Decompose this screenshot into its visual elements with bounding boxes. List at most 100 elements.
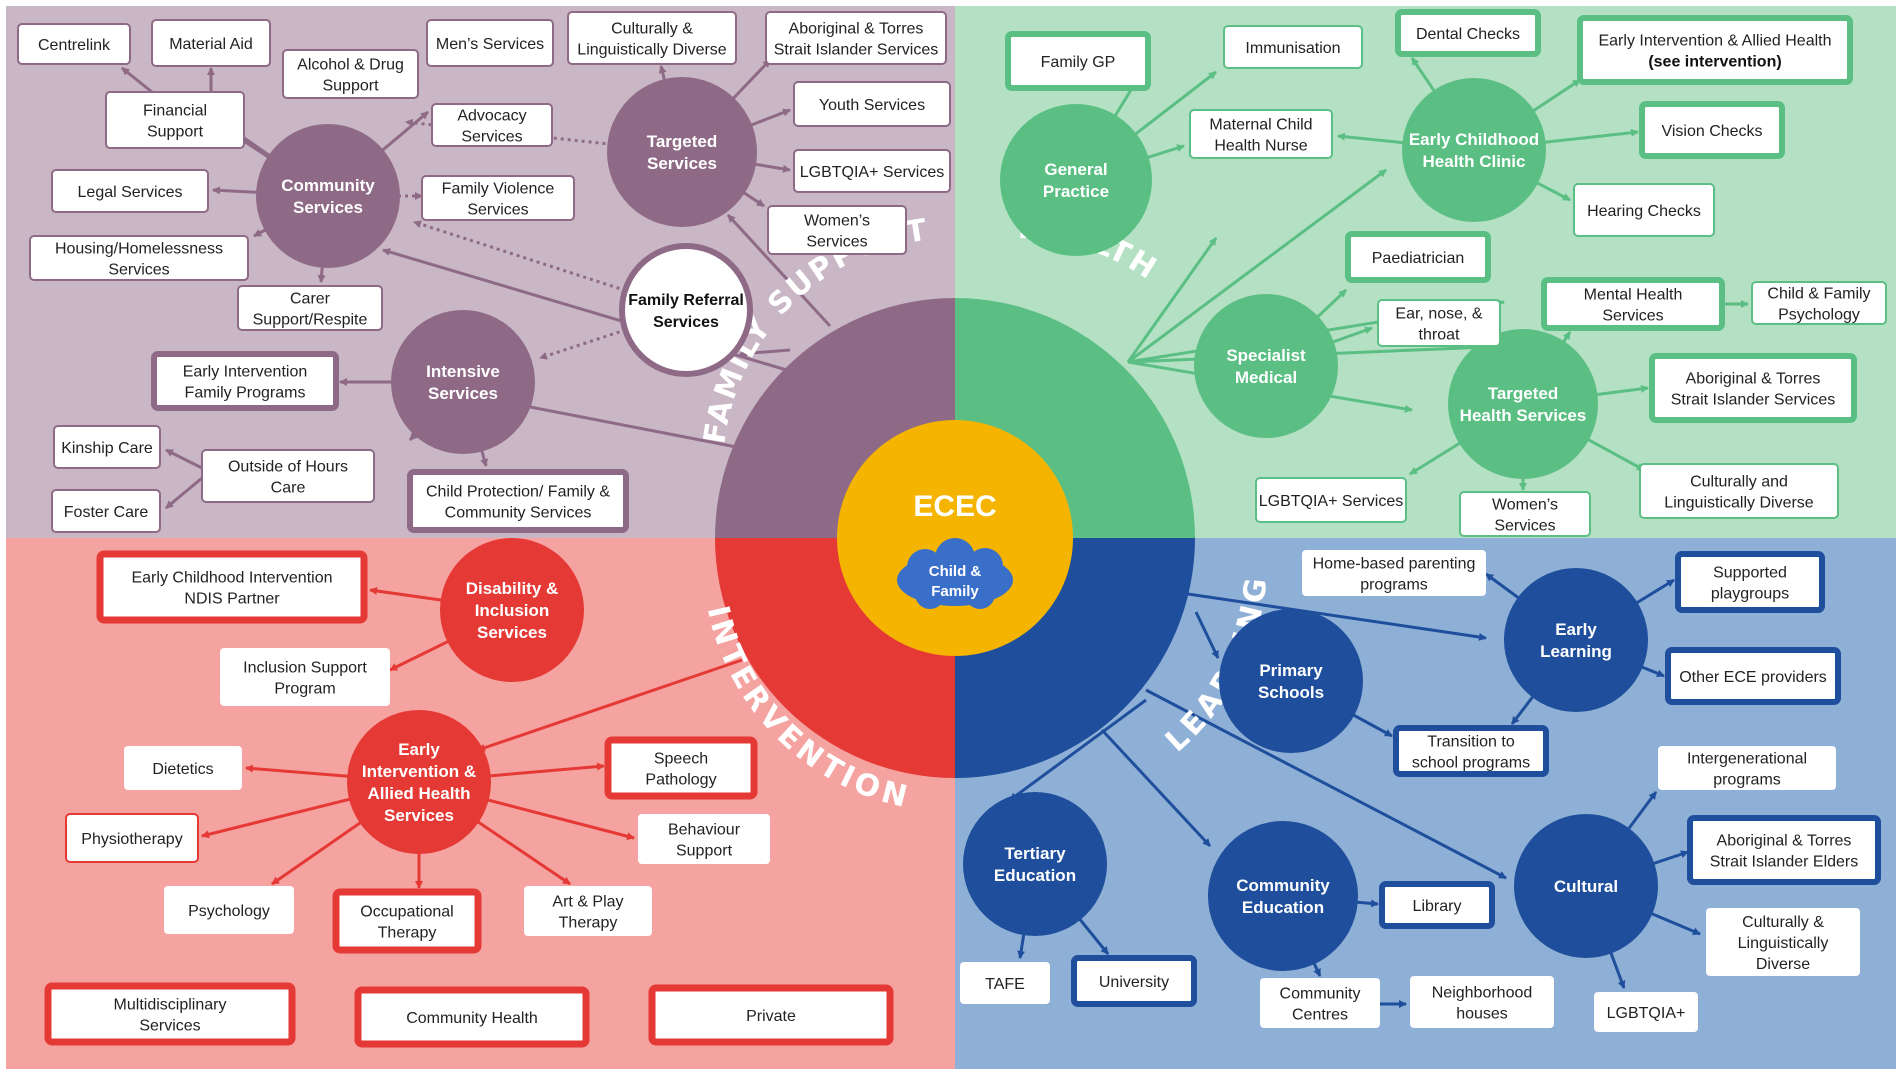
- box-paediatrician: Paediatrician: [1345, 231, 1491, 283]
- box-fs-culturally-diverse: Culturally &Linguistically Diverse: [567, 11, 737, 65]
- connector-arrow: [539, 308, 687, 360]
- box-label-line: Transition to: [1427, 734, 1515, 751]
- box-private: Private: [648, 984, 894, 1046]
- hub-label-line: Specialist: [1226, 346, 1306, 365]
- box-label-line: Services: [467, 202, 528, 219]
- hub-label-line: Early Childhood: [1409, 130, 1539, 149]
- box-label-line: Carer: [290, 291, 331, 308]
- box-label-line: Immunisation: [1245, 40, 1340, 57]
- box-label-line: Early Intervention & Allied Health: [1598, 33, 1831, 50]
- connector-arrow: [1127, 168, 1387, 364]
- box-label-line: Physiotherapy: [81, 831, 182, 848]
- connector-arrow: [121, 66, 153, 94]
- box-label-line: Aboriginal & Torres: [1686, 371, 1821, 388]
- hub-label-line: Services: [477, 623, 547, 642]
- box-label-line: Home-based parenting: [1313, 556, 1476, 573]
- box-label-line: Neighborhood: [1432, 985, 1533, 1002]
- box-label-line: Financial: [143, 103, 207, 120]
- connector-arrow: [739, 348, 791, 358]
- connector-arrow: [477, 658, 743, 752]
- box-university: University: [1071, 955, 1197, 1007]
- box-label-line: Occupational: [360, 904, 453, 921]
- box-label-line: Linguistically Diverse: [1664, 495, 1813, 512]
- box-label-line: Program: [274, 681, 335, 698]
- box-label-line: Culturally and: [1690, 474, 1788, 491]
- box-label-line: Alcohol & Drug: [297, 57, 404, 74]
- hub-label-line: Learning: [1540, 642, 1612, 661]
- connector-arrow: [1100, 728, 1212, 848]
- box-label-line: Paediatrician: [1372, 250, 1465, 267]
- box-label-line: LGBTQIA+ Services: [800, 164, 945, 181]
- box-label-line: Men’s Services: [436, 36, 544, 53]
- hub-label-line: Allied Health: [368, 784, 471, 803]
- box-label-line: Strait Islander Services: [1671, 392, 1836, 409]
- box-label-line: Art & Play: [552, 894, 623, 911]
- box-physiotherapy: Physiotherapy: [65, 813, 199, 863]
- hub-label-line: Services: [647, 154, 717, 173]
- connector-arrow: [1194, 611, 1220, 659]
- connector-arrow: [165, 476, 203, 510]
- box-hearing-checks: Hearing Checks: [1573, 183, 1715, 237]
- box-label-line: Dental Checks: [1416, 26, 1520, 43]
- box-label-line: Child & Family: [1767, 286, 1870, 303]
- connector-arrow: [1145, 688, 1507, 880]
- hub-label-line: Community: [281, 176, 375, 195]
- box-kinship-care: Kinship Care: [53, 425, 161, 469]
- hub-label-line: Disability &: [466, 579, 559, 598]
- hub-label-line: Services: [428, 384, 498, 403]
- hub-label-line: Services: [293, 198, 363, 217]
- hub-label-line: Health Clinic: [1423, 152, 1526, 171]
- box-label-line: Support: [322, 78, 379, 95]
- box-label-line: Pathology: [645, 772, 716, 789]
- box-dietetics: Dietetics: [124, 746, 242, 790]
- box-label-line: Psychology: [188, 903, 270, 920]
- box-label-line: LGBTQIA+: [1607, 1005, 1686, 1022]
- hub-label-line: General: [1044, 160, 1107, 179]
- box-label-line: houses: [1456, 1006, 1508, 1023]
- box-label-line: LGBTQIA+ Services: [1259, 493, 1404, 510]
- box-label-line: Linguistically: [1738, 935, 1829, 952]
- box-fs-lgbtqia: LGBTQIA+ Services: [793, 149, 951, 193]
- box-community-health: Community Health: [354, 986, 590, 1048]
- hub-label-line: Education: [1242, 898, 1324, 917]
- hub-circles: CommunityServicesTargetedServicesIntensi…: [256, 77, 1658, 971]
- hub-label-line: Early: [1555, 620, 1597, 639]
- hub-label-line: Primary: [1259, 661, 1323, 680]
- hub-label-line: Education: [994, 866, 1076, 885]
- hub-label-line: Tertiary: [1004, 844, 1066, 863]
- box-label-line: Ear, nose, &: [1395, 306, 1482, 323]
- box-label-line: Material Aid: [169, 36, 253, 53]
- box-label-line: Private: [746, 1008, 796, 1025]
- hub-label-line: Cultural: [1554, 877, 1618, 896]
- box-neighborhood-houses: Neighborhood houses: [1410, 976, 1554, 1028]
- box-label-line: Women’s: [1492, 497, 1558, 514]
- box-label-line: Support: [676, 843, 733, 860]
- box-family-gp: Family GP: [1005, 31, 1151, 91]
- box-label-line: throat: [1419, 327, 1460, 344]
- hub-label-line: Services: [384, 806, 454, 825]
- box-label-line: programs: [1360, 577, 1428, 594]
- box-label-line: Aboriginal & Torres: [1717, 833, 1852, 850]
- box-label-line: Behaviour: [668, 822, 741, 839]
- box-label-line: Services: [1602, 308, 1663, 325]
- box-label-line: NDIS Partner: [184, 591, 280, 608]
- box-label-line: (see intervention): [1648, 54, 1781, 71]
- hub-label-line: Early: [398, 740, 440, 759]
- box-other-ece-providers: Other ECE providers: [1665, 647, 1841, 705]
- box-label-line: Child Protection/ Family &: [426, 484, 610, 501]
